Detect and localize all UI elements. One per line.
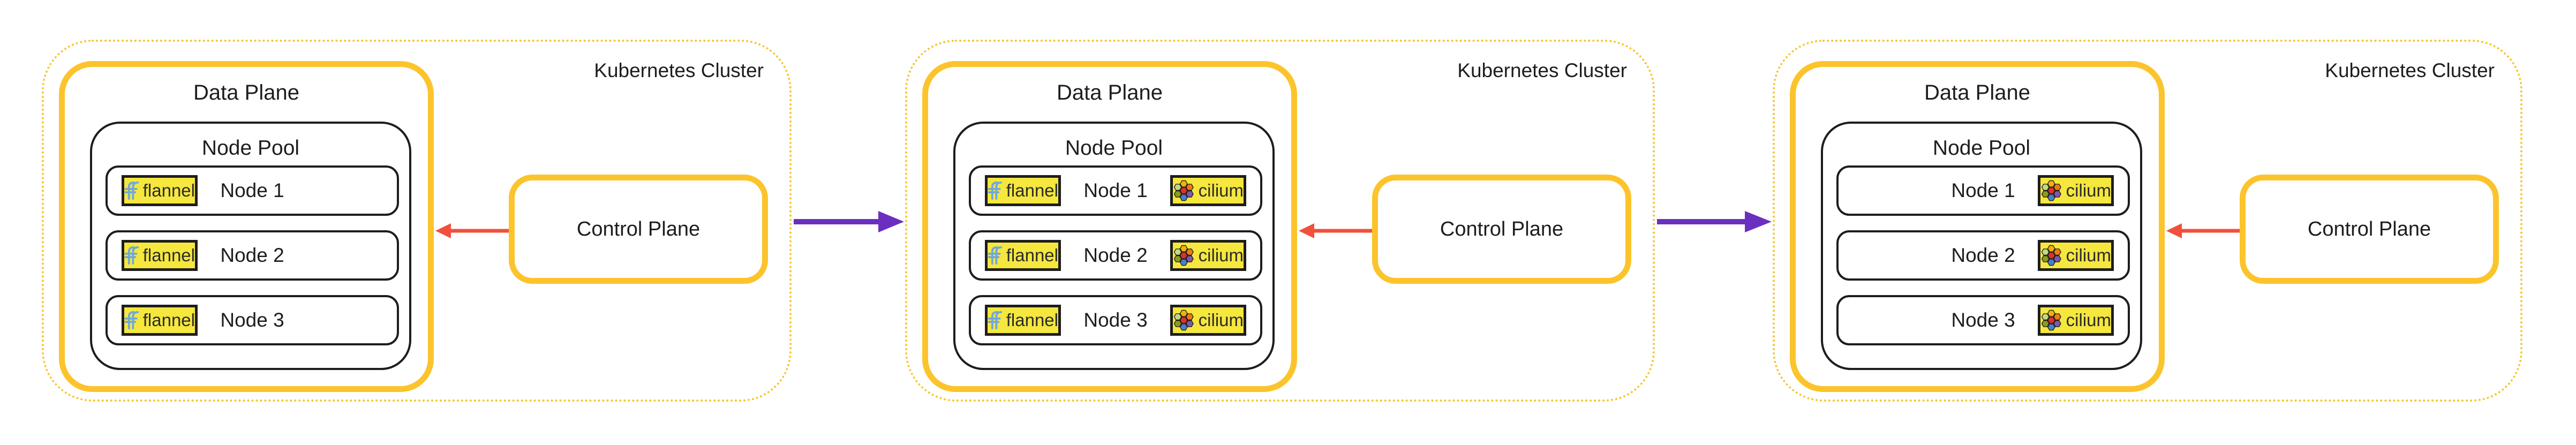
flannel-badge: flannel bbox=[985, 175, 1061, 206]
node-pool-title: Node Pool bbox=[1932, 137, 2031, 160]
node-row: Node 3 cilium bbox=[1836, 295, 2130, 345]
control-plane-label: Control Plane bbox=[1440, 217, 1564, 240]
cluster2-to-cluster3-arrow bbox=[1657, 209, 1773, 235]
cluster-1-data-plane: Data Plane Node Pool flannel Node 1 bbox=[59, 61, 434, 392]
control-plane-label: Control Plane bbox=[2307, 217, 2431, 240]
node-row: Node 1 cilium bbox=[1836, 165, 2130, 216]
control-to-data-arrow bbox=[434, 219, 511, 243]
node-rows: Node 1 cilium Node 2 cilium bbox=[1836, 165, 2130, 360]
data-plane-title: Data Plane bbox=[1924, 81, 2030, 104]
flannel-icon bbox=[124, 181, 139, 200]
node-row: flannel Node 1 cilium bbox=[969, 165, 1262, 216]
cilium-icon bbox=[2041, 180, 2061, 201]
flannel-label: flannel bbox=[142, 310, 195, 330]
flannel-badge: flannel bbox=[122, 240, 198, 271]
node-row: flannel Node 2 cilium bbox=[969, 230, 1262, 281]
cilium-label: cilium bbox=[1198, 180, 1244, 200]
node-label: Node 1 bbox=[220, 179, 284, 201]
node-label: Node 2 bbox=[1083, 244, 1148, 266]
cilium-icon bbox=[1173, 310, 1194, 331]
node-label: Node 1 bbox=[1951, 179, 2015, 201]
node-row: flannel Node 3 cilium bbox=[969, 295, 1262, 345]
data-plane-title: Data Plane bbox=[193, 81, 299, 104]
flannel-icon bbox=[988, 311, 1003, 330]
cluster-1: Kubernetes Cluster Data Plane Node Pool … bbox=[42, 40, 792, 402]
flannel-label: flannel bbox=[142, 180, 195, 200]
flannel-icon bbox=[124, 246, 139, 265]
node-rows: flannel Node 1 cilium flannel bbox=[969, 165, 1262, 360]
cilium-badge: cilium bbox=[2038, 240, 2114, 271]
flannel-icon bbox=[988, 181, 1003, 200]
cilium-badge: cilium bbox=[1170, 175, 1246, 206]
cilium-label: cilium bbox=[2066, 310, 2111, 330]
data-plane-title: Data Plane bbox=[1057, 81, 1163, 104]
flannel-label: flannel bbox=[1006, 245, 1058, 265]
node-pool-title: Node Pool bbox=[1065, 137, 1163, 160]
flannel-icon bbox=[124, 311, 139, 330]
node-label: Node 2 bbox=[1951, 244, 2015, 266]
node-label: Node 2 bbox=[220, 244, 284, 266]
node-label: Node 3 bbox=[220, 309, 284, 331]
cluster-1-node-pool: Node Pool flannel Node 1 flannel bbox=[90, 122, 411, 370]
cilium-label: cilium bbox=[2066, 180, 2111, 200]
cluster-2: Kubernetes Cluster Data Plane Node Pool … bbox=[905, 40, 1655, 402]
cilium-label: cilium bbox=[1198, 245, 1244, 265]
cluster-2-control-plane: Control Plane bbox=[1372, 175, 1631, 284]
node-row: flannel Node 2 bbox=[106, 230, 399, 281]
cluster-3-control-plane: Control Plane bbox=[2240, 175, 2499, 284]
control-plane-label: Control Plane bbox=[576, 217, 701, 240]
node-row: flannel Node 1 bbox=[106, 165, 399, 216]
cluster-2-label: Kubernetes Cluster bbox=[1457, 59, 1627, 81]
cluster-2-node-pool: Node Pool flannel Node 1 cilium bbox=[953, 122, 1275, 370]
cilium-label: cilium bbox=[2066, 245, 2111, 265]
flannel-label: flannel bbox=[1006, 180, 1058, 200]
flannel-badge: flannel bbox=[122, 305, 198, 336]
node-label: Node 1 bbox=[1083, 179, 1148, 201]
cluster-1-control-plane: Control Plane bbox=[509, 175, 768, 284]
cilium-badge: cilium bbox=[2038, 305, 2114, 336]
node-row: Node 2 cilium bbox=[1836, 230, 2130, 281]
node-label: Node 3 bbox=[1083, 309, 1148, 331]
cilium-badge: cilium bbox=[1170, 240, 1246, 271]
cluster-3-data-plane: Data Plane Node Pool Node 1 cilium Node … bbox=[1790, 61, 2165, 392]
cluster-3-label: Kubernetes Cluster bbox=[2325, 59, 2495, 81]
flannel-label: flannel bbox=[142, 245, 195, 265]
cilium-badge: cilium bbox=[2038, 175, 2114, 206]
node-rows: flannel Node 1 flannel Node 2 bbox=[106, 165, 399, 360]
flannel-label: flannel bbox=[1006, 310, 1058, 330]
cluster-2-data-plane: Data Plane Node Pool flannel Node 1 cili… bbox=[922, 61, 1297, 392]
cilium-label: cilium bbox=[1198, 310, 1244, 330]
control-to-data-arrow bbox=[1297, 219, 1374, 243]
flannel-badge: flannel bbox=[985, 305, 1061, 336]
cluster1-to-cluster2-arrow bbox=[794, 209, 905, 235]
node-pool-title: Node Pool bbox=[201, 137, 300, 160]
node-row: flannel Node 3 bbox=[106, 295, 399, 345]
cilium-icon bbox=[2041, 245, 2061, 266]
cluster-3: Kubernetes Cluster Data Plane Node Pool … bbox=[1773, 40, 2522, 402]
flannel-badge: flannel bbox=[122, 175, 198, 206]
flannel-badge: flannel bbox=[985, 240, 1061, 271]
control-to-data-arrow bbox=[2165, 219, 2242, 243]
cluster-1-label: Kubernetes Cluster bbox=[594, 59, 764, 81]
cilium-icon bbox=[1173, 245, 1194, 266]
cilium-icon bbox=[1173, 180, 1194, 201]
node-label: Node 3 bbox=[1951, 309, 2015, 331]
flannel-icon bbox=[988, 246, 1003, 265]
cilium-icon bbox=[2041, 310, 2061, 331]
cluster-3-node-pool: Node Pool Node 1 cilium Node 2 cili bbox=[1821, 122, 2142, 370]
cilium-badge: cilium bbox=[1170, 305, 1246, 336]
